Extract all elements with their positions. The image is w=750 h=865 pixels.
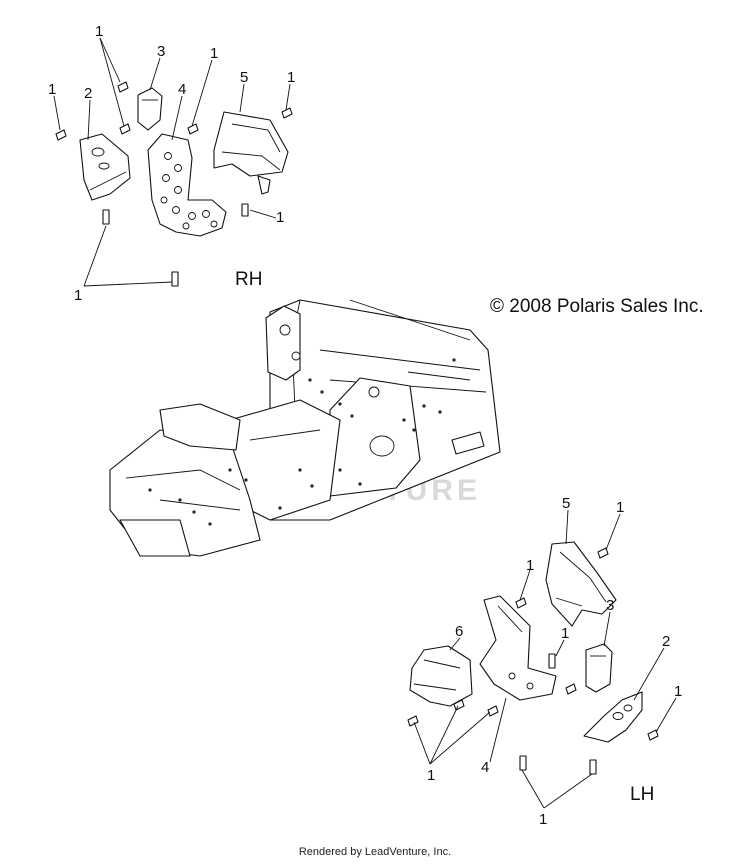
callout-1: 1: [674, 683, 682, 700]
lh-label: LH: [630, 784, 654, 805]
rivet-icon: [519, 755, 527, 771]
rh-part-3-bracket: [137, 87, 163, 131]
rh-label: RH: [235, 269, 262, 290]
rh-part-5-cover: [213, 111, 289, 195]
callout-1: 1: [427, 767, 435, 784]
callout-5: 5: [240, 69, 248, 86]
callout-1: 1: [287, 69, 295, 86]
callout-3: 3: [606, 597, 614, 614]
rivet-icon: [102, 209, 110, 225]
rivet-icon: [407, 715, 419, 727]
rh-group: 1 1 2 3 4 1 5 1 1 1 RH: [48, 23, 295, 304]
callout-2: 2: [84, 85, 92, 102]
callout-1: 1: [48, 81, 56, 98]
callout-2: 2: [662, 633, 670, 650]
lh-leaders: [413, 509, 677, 809]
callout-5: 5: [562, 495, 570, 512]
rh-callouts: 1 1 2 3 4 1 5 1 1 1: [48, 23, 295, 304]
rivet-icon: [597, 547, 609, 559]
rh-rivets: [55, 81, 293, 287]
rivet-icon: [187, 123, 199, 135]
copyright-text: © 2008 Polaris Sales Inc.: [490, 296, 704, 317]
rh-part-4-plate: [147, 133, 227, 237]
lh-part-3-bracket: [585, 643, 613, 693]
rivet-icon: [281, 107, 293, 119]
callout-1: 1: [74, 287, 82, 304]
frame-rivets: [148, 358, 456, 526]
callout-1: 1: [210, 45, 218, 62]
callout-1: 1: [526, 557, 534, 574]
rivet-icon: [647, 729, 659, 741]
rivet-icon: [515, 597, 527, 609]
rivet-icon: [548, 653, 556, 669]
callout-1: 1: [616, 499, 624, 516]
rh-part-2-bracket: [79, 133, 131, 201]
lh-part-6-cover: [409, 645, 473, 707]
callout-4: 4: [178, 81, 186, 98]
lh-callouts: 1 5 1 3 1 6 2 1 1 4 1: [427, 495, 682, 828]
chassis-frame: LEADVENTURE: [109, 299, 501, 557]
footer-credit: Rendered by LeadVenture, Inc.: [298, 846, 452, 858]
rivet-icon: [565, 683, 577, 695]
rivet-icon: [487, 705, 499, 717]
callout-1: 1: [561, 625, 569, 642]
lh-rivets: [407, 547, 659, 775]
callout-1: 1: [276, 209, 284, 226]
lh-part-4-upright: [479, 595, 557, 701]
callout-1: 1: [539, 811, 547, 828]
lh-part-2-plate: [583, 691, 643, 743]
rivet-icon: [119, 123, 131, 135]
callout-6: 6: [455, 623, 463, 640]
lh-part-5-cover: [545, 541, 617, 627]
rivet-icon: [589, 759, 597, 775]
lh-group: 1 5 1 3 1 6 2 1 1 4 1 LH: [407, 495, 682, 828]
rivet-icon: [453, 699, 465, 711]
rivet-icon: [241, 203, 249, 217]
callout-3: 3: [157, 43, 165, 60]
callout-4: 4: [481, 759, 489, 776]
callout-1: 1: [95, 23, 103, 40]
rivet-icon: [171, 271, 179, 287]
rivet-icon: [55, 129, 67, 141]
rivet-icon: [117, 81, 129, 93]
rh-leaders: [53, 37, 291, 287]
